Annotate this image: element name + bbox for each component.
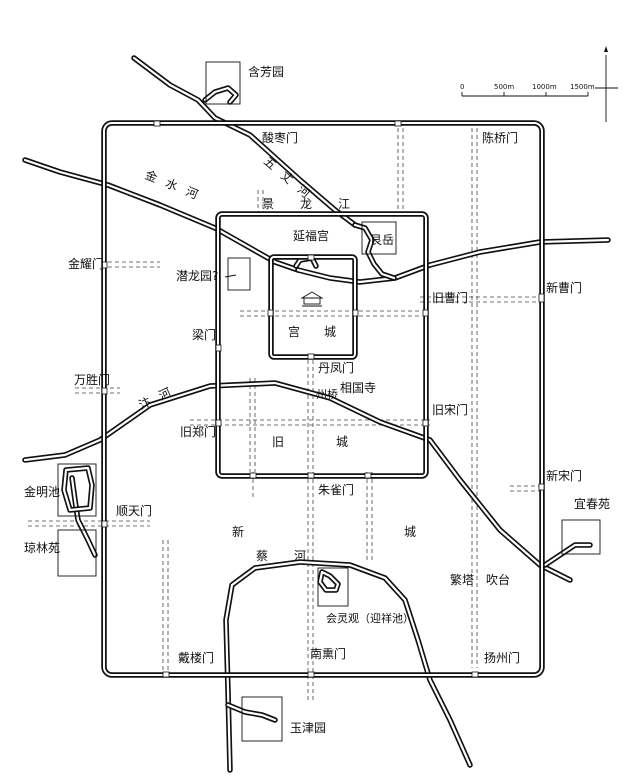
label-dailou-men: 戴楼门 [178, 650, 214, 665]
scale-tick-1000: 1000m [532, 83, 557, 91]
scale-bar: 0 500m 1000m 1500m [460, 83, 595, 97]
label-jinglong-jiang: 景龙江 [262, 197, 376, 211]
qianlong-box [227, 257, 251, 291]
streets [28, 128, 545, 700]
label-shuntian-men: 顺天门 [116, 503, 152, 518]
label-jinyao-men: 金耀门 [68, 256, 104, 271]
label-bian-he: 汴河 [136, 380, 182, 412]
label-fan-ta: 繁塔 [450, 572, 474, 587]
label-wansheng-men: 万胜门 [74, 372, 110, 387]
label-qionglin-yuan: 琼林苑 [24, 540, 60, 555]
garden-boxes [57, 61, 601, 742]
label-cai-he: 蔡河 [256, 549, 332, 563]
yichun-box [561, 519, 601, 555]
label-jiu-cheng: 旧城 [272, 435, 400, 449]
scale-tick-500: 500m [494, 83, 514, 91]
gates [101, 120, 545, 678]
label-huilingguan: 会灵观（迎祥池） [326, 611, 414, 625]
label-xinsong-men: 新宋门 [546, 468, 582, 483]
yujin-box [241, 696, 283, 742]
label-qianlong-yuan: 潜龙园? [176, 269, 218, 283]
label-zhuque-men: 朱雀门 [318, 482, 354, 497]
map-labels: 含芳园 酸枣门 陈桥门 五丈河 金水河 景龙江 延福宫 艮岳 金耀门 潜龙园? … [24, 64, 610, 735]
label-yujin-yuan: 玉津园 [290, 721, 326, 735]
label-jiusong-men: 旧宋门 [432, 402, 468, 417]
label-yangzhou-men: 扬州门 [484, 650, 520, 665]
label-yanfu-gong: 延福宫 [293, 228, 329, 243]
palace-hall-icon [300, 291, 324, 307]
qionglin-box [57, 529, 97, 577]
north-arrow-icon [595, 46, 618, 122]
huiling-box [317, 567, 349, 607]
label-jiucao-men: 旧曹门 [432, 290, 468, 305]
genyue-box [361, 221, 397, 255]
label-xin-cheng: 新城 [232, 524, 576, 539]
label-yichun-yuan: 宜春苑 [574, 496, 610, 511]
label-jinming-chi: 金明池 [24, 484, 60, 499]
label-nanxun-men: 南熏门 [310, 646, 346, 661]
label-chenqiao-men: 陈桥门 [482, 130, 518, 145]
label-jiuzheng-men: 旧郑门 [180, 424, 216, 439]
label-xincao-men: 新曹门 [546, 280, 582, 295]
label-hanfang-yuan: 含芳园 [248, 64, 284, 79]
label-gen-yue: 艮岳 [370, 233, 394, 247]
label-gong-cheng: 宫城 [288, 324, 360, 339]
label-chui-tai: 吹台 [486, 572, 510, 587]
rivers [22, 55, 611, 773]
label-danfeng-men: 丹凤门 [318, 360, 354, 375]
label-liang-men: 梁门 [192, 327, 216, 342]
label-suanzao-men: 酸枣门 [262, 130, 298, 145]
label-xiangguo-si: 相国寺 [340, 381, 376, 395]
scale-tick-1500: 1500m [570, 83, 595, 91]
jinglong-river [295, 237, 611, 285]
jinming-box [57, 463, 97, 517]
hanfang-box [205, 61, 241, 105]
label-zhou-qiao: 州桥 [316, 388, 338, 401]
scale-tick-0: 0 [460, 83, 464, 91]
